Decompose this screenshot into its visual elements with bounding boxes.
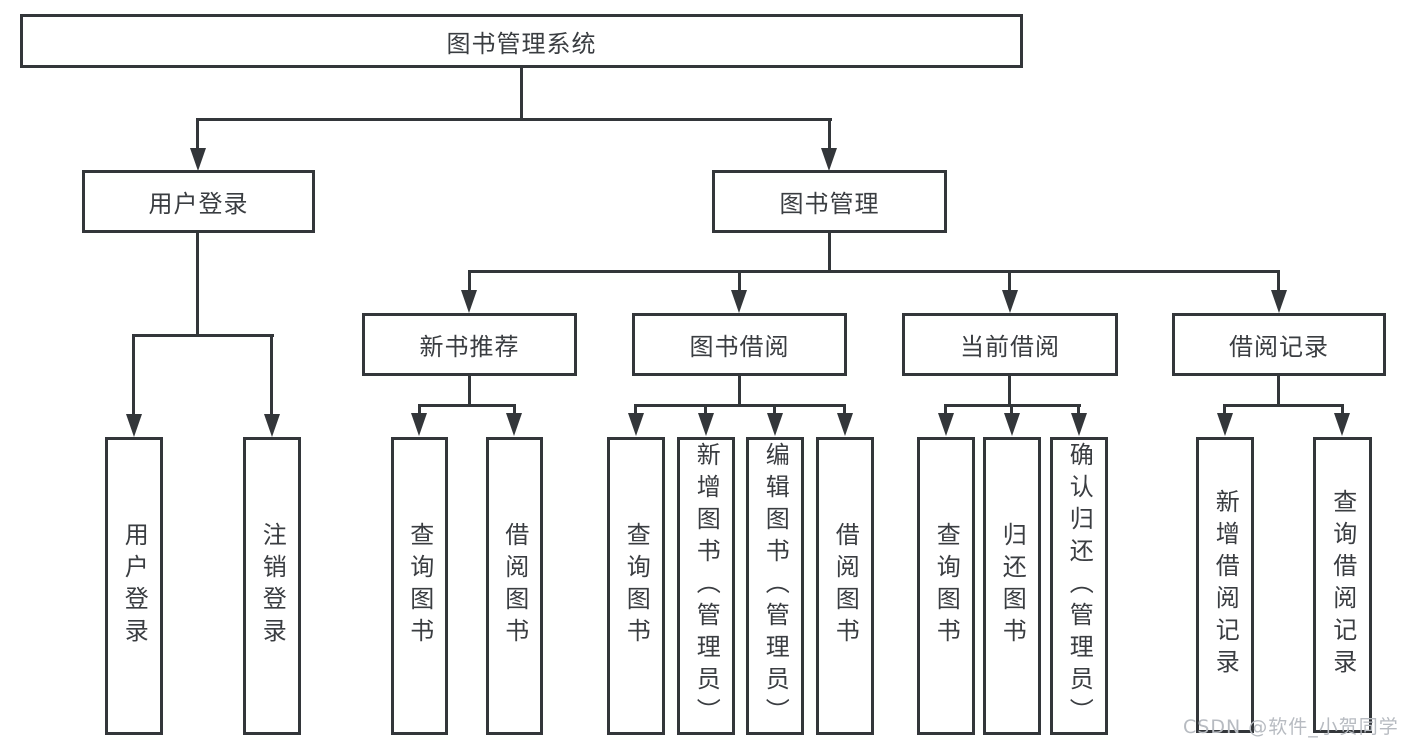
node-book-management-label: 图书管理 (779, 190, 880, 218)
connector-line (1277, 374, 1280, 407)
leaf-borrow-add-admin-label: 新增图书（管理员） (692, 442, 721, 730)
leaf-borrow-edit-admin-label: 编辑图书（管理员） (761, 442, 790, 730)
leaf-record-query: 查询借阅记录 (1313, 437, 1372, 733)
leaf-record-add-label: 新增借阅记录 (1211, 489, 1240, 681)
arrowhead-down-icon (1004, 413, 1020, 436)
node-borrow-record: 借阅记录 (1172, 313, 1386, 376)
leaf-logout: 注销登录 (243, 437, 301, 735)
leaf-borrow-query-label: 查询图书 (622, 522, 651, 650)
connector-line (1223, 404, 1226, 415)
leaf-current-confirm-admin: 确认归还（管理员） (1050, 437, 1108, 735)
arrowhead-down-icon (628, 413, 644, 436)
leaf-newbook-borrow-label: 借阅图书 (500, 522, 529, 650)
arrowhead-down-icon (698, 413, 714, 436)
connector-line (419, 404, 516, 407)
connector-line (1008, 374, 1011, 407)
connector-line (520, 66, 523, 121)
arrowhead-down-icon (821, 148, 837, 171)
connector-line (1010, 404, 1013, 415)
arrowhead-down-icon (1071, 413, 1087, 436)
arrowhead-down-icon (264, 414, 280, 437)
node-current-borrow-label: 当前借阅 (960, 333, 1060, 361)
node-book-management: 图书管理 (712, 170, 947, 233)
leaf-current-query-label: 查询图书 (932, 522, 961, 650)
leaf-newbook-borrow: 借阅图书 (486, 437, 543, 735)
connector-line (197, 118, 832, 121)
arrowhead-down-icon (461, 290, 477, 313)
connector-line (1341, 404, 1344, 415)
connector-line (468, 270, 471, 291)
arrowhead-down-icon (506, 413, 522, 436)
node-current-borrow: 当前借阅 (902, 313, 1118, 376)
arrowhead-down-icon (411, 413, 427, 436)
connector-line (843, 404, 846, 415)
arrowhead-down-icon (938, 413, 954, 436)
node-root-label: 图书管理系统 (446, 29, 597, 58)
connector-line (1008, 270, 1011, 291)
connector-line (635, 404, 846, 407)
connector-line (418, 404, 421, 415)
connector-line (634, 404, 637, 415)
leaf-current-query: 查询图书 (917, 437, 975, 735)
connector-line (133, 334, 274, 337)
connector-line (513, 404, 516, 415)
leaf-newbook-query-label: 查询图书 (405, 522, 434, 650)
connector-line (468, 374, 471, 407)
arrowhead-down-icon (767, 413, 783, 436)
arrowhead-down-icon (1334, 413, 1350, 436)
node-root: 图书管理系统 (20, 14, 1023, 68)
leaf-user-login-label: 用户登录 (120, 522, 149, 650)
leaf-borrow-add-admin: 新增图书（管理员） (677, 437, 735, 735)
node-book-borrow: 图书借阅 (632, 313, 847, 376)
leaf-newbook-query: 查询图书 (391, 437, 448, 735)
node-user-login: 用户登录 (82, 170, 315, 233)
leaf-borrow-book-label: 借阅图书 (831, 522, 860, 650)
node-new-book-recommend: 新书推荐 (362, 313, 577, 376)
node-book-borrow-label: 图书借阅 (689, 333, 790, 361)
connector-line (828, 118, 831, 150)
connector-line (945, 404, 1081, 407)
leaf-borrow-query: 查询图书 (607, 437, 665, 735)
leaf-record-add: 新增借阅记录 (1196, 437, 1254, 733)
arrowhead-down-icon (1002, 290, 1018, 313)
connector-line (944, 404, 947, 415)
leaf-logout-label: 注销登录 (258, 522, 287, 650)
leaf-current-return-label: 归还图书 (998, 522, 1027, 650)
leaf-user-login: 用户登录 (105, 437, 163, 735)
connector-line (270, 334, 273, 418)
connector-line (1077, 404, 1080, 415)
connector-line (738, 374, 741, 407)
connector-line (828, 231, 831, 273)
connector-line (704, 404, 707, 415)
connector-line (196, 231, 199, 337)
leaf-current-confirm-admin-label: 确认归还（管理员） (1065, 442, 1094, 730)
arrowhead-down-icon (190, 148, 206, 171)
connector-line (196, 118, 199, 150)
leaf-borrow-edit-admin: 编辑图书（管理员） (746, 437, 804, 735)
leaf-current-return: 归还图书 (983, 437, 1041, 735)
connector-line (738, 270, 741, 291)
arrowhead-down-icon (1217, 413, 1233, 436)
leaf-record-query-label: 查询借阅记录 (1328, 489, 1357, 681)
arrowhead-down-icon (126, 414, 142, 437)
arrowhead-down-icon (731, 290, 747, 313)
connector-line (1224, 404, 1344, 407)
connector-line (468, 270, 1280, 273)
connector-line (132, 334, 135, 418)
connector-line (1277, 270, 1280, 291)
node-user-login-label: 用户登录 (148, 190, 249, 218)
csdn-watermark: CSDN @软件_小贺同学 (1183, 716, 1399, 738)
leaf-borrow-book: 借阅图书 (816, 437, 874, 735)
connector-line (773, 404, 776, 415)
node-new-book-recommend-label: 新书推荐 (419, 333, 520, 361)
arrowhead-down-icon (837, 413, 853, 436)
arrowhead-down-icon (1271, 290, 1287, 313)
node-borrow-record-label: 借阅记录 (1229, 333, 1329, 361)
